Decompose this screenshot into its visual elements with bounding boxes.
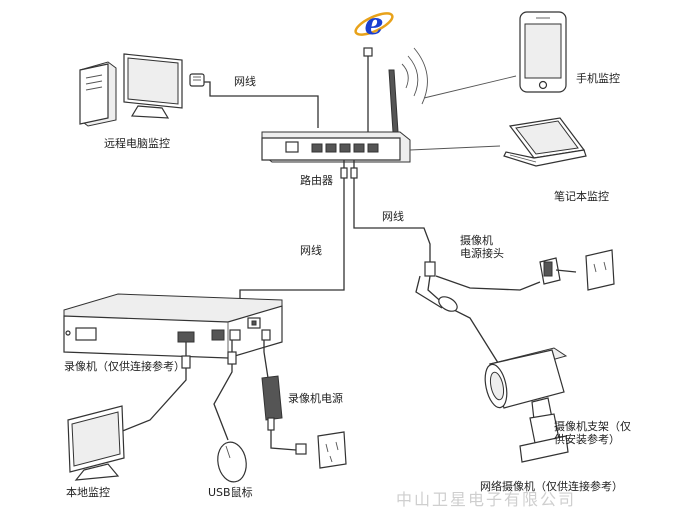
network-camera bbox=[484, 347, 569, 463]
remote-pc-label: 远程电脑监控 bbox=[104, 137, 170, 150]
remote-pc bbox=[79, 53, 205, 127]
laptop bbox=[503, 117, 587, 167]
usb-mouse-label: USB鼠标 bbox=[208, 486, 253, 499]
link-phone bbox=[423, 75, 517, 99]
link-laptop bbox=[409, 145, 501, 151]
network-camera-label: 网络摄像机（仅供连接参考） bbox=[480, 480, 623, 493]
camera-connectors bbox=[415, 249, 615, 367]
phone bbox=[519, 11, 567, 93]
ie-browser-icon: e bbox=[354, 7, 394, 42]
bracket-label: 摄像机支架（仅 供安装参考） bbox=[554, 420, 631, 446]
cable-dvr-label: 网线 bbox=[300, 244, 322, 257]
cable-camera-label: 网线 bbox=[382, 210, 404, 223]
svg-text:e: e bbox=[364, 7, 383, 42]
camera-power-label: 摄像机 电源接头 bbox=[460, 234, 504, 260]
cable-top-label: 网线 bbox=[234, 75, 256, 88]
cable-remote-router bbox=[204, 81, 319, 128]
usb-mouse bbox=[217, 441, 247, 483]
cable-dvr-power bbox=[263, 340, 269, 379]
dvr-power-label: 录像机电源 bbox=[288, 392, 343, 405]
router-label: 路由器 bbox=[300, 174, 333, 187]
dvr-power-adapter bbox=[261, 375, 347, 469]
dvr bbox=[63, 293, 283, 359]
laptop-label: 笔记本监控 bbox=[554, 190, 609, 203]
watermark: 中山卫星电子有限公司 bbox=[396, 490, 577, 509]
local-monitor-label: 本地监控 bbox=[66, 486, 110, 499]
local-monitor bbox=[67, 405, 125, 481]
router bbox=[261, 47, 428, 163]
dvr-label: 录像机（仅供连接参考） bbox=[64, 360, 185, 373]
phone-label: 手机监控 bbox=[576, 72, 620, 85]
